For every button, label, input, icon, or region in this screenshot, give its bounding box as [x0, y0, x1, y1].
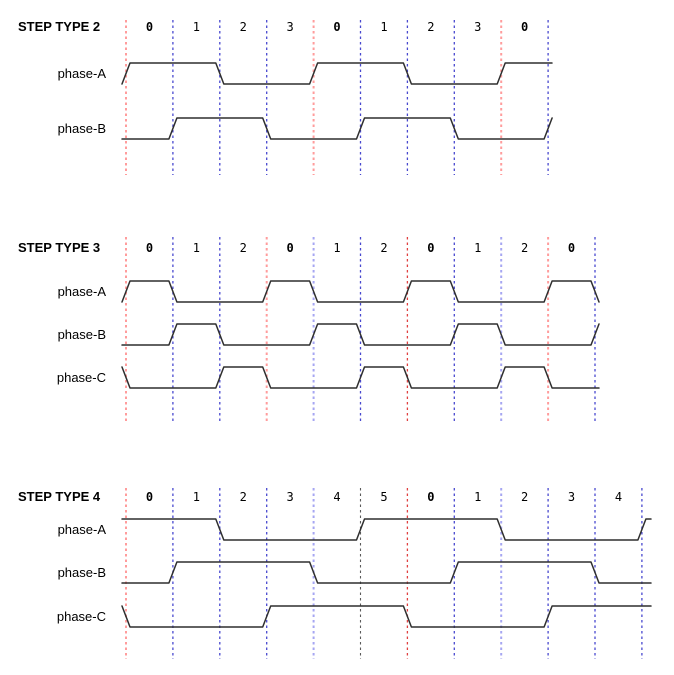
- phase-C-waveform: [121, 605, 652, 628]
- step-number-label: 1: [333, 241, 341, 255]
- phase-C-waveform: [121, 366, 600, 389]
- step-number-label: 2: [521, 490, 529, 504]
- step-number-label: 2: [239, 20, 247, 34]
- step-number-label: 1: [380, 20, 388, 34]
- phase-A-label: phase-A: [57, 66, 106, 81]
- step-number-label: 0: [145, 241, 154, 255]
- step-number-label: 3: [286, 490, 294, 504]
- step-number-label: 1: [192, 20, 200, 34]
- step-number-label: 2: [427, 20, 435, 34]
- step-number-label: 3: [474, 20, 482, 34]
- phase-A-waveform: [121, 62, 553, 85]
- step-grid-lines-section-3: [125, 488, 643, 659]
- step-number-label: 2: [239, 241, 247, 255]
- step-number-label: 0: [145, 490, 154, 504]
- step-number-label: 0: [521, 20, 529, 34]
- phase-B-waveform: [121, 323, 600, 346]
- phase-A-waveform: [121, 518, 652, 541]
- phase-A-label: phase-A: [57, 284, 106, 299]
- step-number-label: 1: [474, 241, 482, 255]
- step-grid-lines-section-1: [125, 20, 549, 175]
- phase-B-label: phase-B: [57, 327, 106, 342]
- phase-B-label: phase-B: [57, 121, 106, 136]
- step-number-label: 0: [333, 20, 341, 34]
- step-number-label: 2: [239, 490, 247, 504]
- step-number-label: 2: [521, 241, 529, 255]
- step-grid-lines-section-2: [125, 237, 596, 423]
- phase-C-label: phase-C: [56, 609, 106, 624]
- step-number-label: 1: [192, 490, 200, 504]
- step-number-label: 4: [333, 490, 341, 504]
- section-step-type-3-title: STEP TYPE 3: [18, 240, 101, 255]
- step-number-label: 3: [567, 490, 576, 504]
- section-step-type-2-title: STEP TYPE 2: [18, 19, 101, 34]
- phase-B-waveform: [121, 117, 553, 140]
- phase-A-label: phase-A: [57, 522, 106, 537]
- step-number-label: 0: [145, 20, 154, 34]
- step-number-label: 0: [286, 241, 294, 255]
- step-number-label: 0: [427, 490, 435, 504]
- step-number-label: 1: [192, 241, 200, 255]
- step-number-label: 3: [286, 20, 294, 34]
- step-number-label: 0: [567, 241, 576, 255]
- section-step-type-4-title: STEP TYPE 4: [18, 489, 101, 504]
- step-number-label: 4: [614, 490, 623, 504]
- phase-A-waveform: [121, 280, 600, 303]
- step-number-label: 0: [427, 241, 435, 255]
- phase-B-label: phase-B: [57, 565, 106, 580]
- step-number-label: 2: [380, 241, 388, 255]
- phase-B-waveform: [121, 561, 652, 584]
- step-number-label: 1: [474, 490, 482, 504]
- step-number-label: 5: [380, 490, 388, 504]
- phase-C-label: phase-C: [56, 370, 106, 385]
